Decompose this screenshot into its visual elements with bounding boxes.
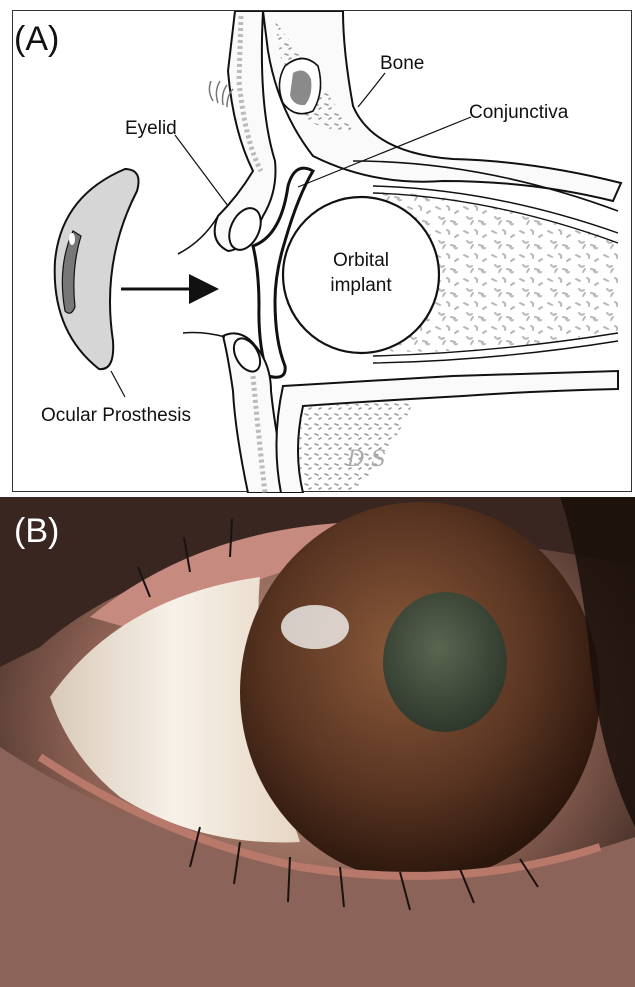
bone-leader-line xyxy=(358,73,385,107)
prosthesis-leader-line xyxy=(111,371,125,397)
panel-b-photo xyxy=(0,497,635,987)
label-orbital-implant-line1: Orbital xyxy=(333,250,389,271)
prosthesis-highlight xyxy=(69,233,75,245)
panel-a-diagram: Bone Conjunctiva Eyelid Orbital implant … xyxy=(12,10,632,492)
bone-sinus-shade xyxy=(290,71,311,106)
panel-a-tag: (A) xyxy=(14,22,59,56)
orbit-schematic: Bone Conjunctiva Eyelid Orbital implant … xyxy=(13,11,633,493)
eyelid-leader-line xyxy=(175,135,228,206)
upper-lid-lash-line xyxy=(178,216,218,254)
label-bone: Bone xyxy=(380,53,424,74)
label-eyelid: Eyelid xyxy=(125,118,177,139)
artist-signature: D.S xyxy=(346,447,386,472)
label-conjunctiva: Conjunctiva xyxy=(469,102,569,123)
label-orbital-implant-line2: implant xyxy=(330,275,392,296)
corneal-reflection xyxy=(281,605,349,649)
prosthesis-eye-photo xyxy=(0,497,635,987)
lower-lid-lash-line xyxy=(183,333,225,338)
label-ocular-prosthesis: Ocular Prosthesis xyxy=(41,405,191,426)
panel-b-tag: (B) xyxy=(14,514,59,548)
pupil xyxy=(383,592,507,732)
